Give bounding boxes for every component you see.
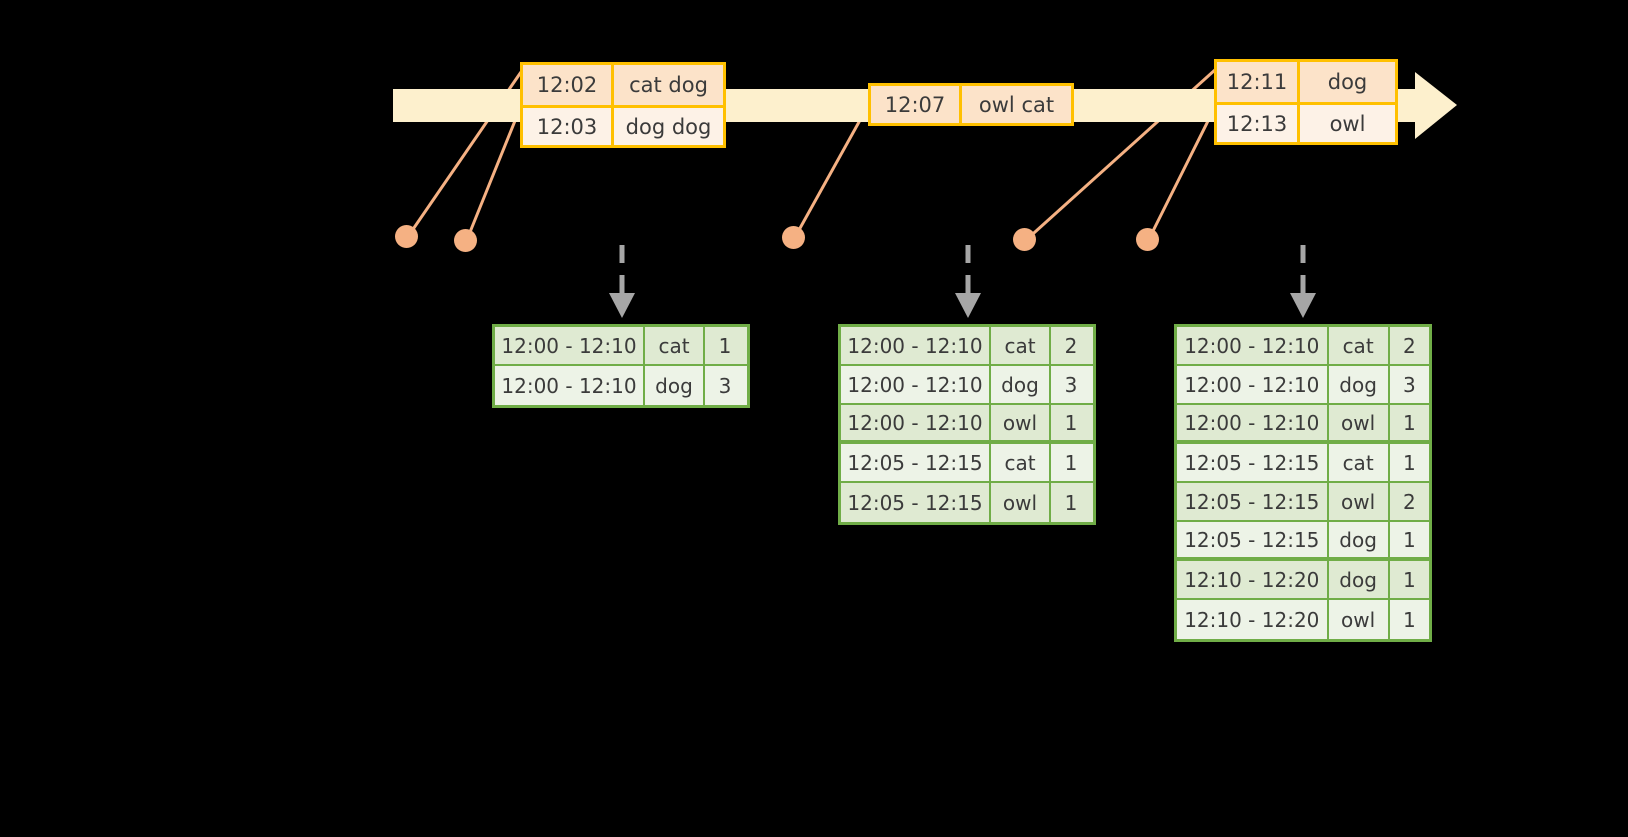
event-time: 12:07 bbox=[884, 92, 946, 117]
dashed-arrowhead-3 bbox=[1290, 293, 1316, 318]
event-row[interactable]: 12:03 dog dog bbox=[523, 105, 723, 145]
event-time: 12:03 bbox=[536, 114, 598, 139]
event-row[interactable]: 12:07 owl cat bbox=[871, 86, 1071, 123]
cell-window: 12:00 - 12:10 bbox=[847, 372, 983, 397]
cell-word: dog bbox=[643, 366, 703, 405]
cell-word: cat bbox=[1326, 327, 1388, 364]
cell-word: owl bbox=[989, 405, 1049, 440]
cell-window: 12:05 - 12:15 bbox=[1184, 527, 1320, 552]
cell-window: 12:00 - 12:10 bbox=[501, 333, 637, 358]
cell-count: 1 bbox=[1387, 522, 1429, 557]
dashed-arrowhead-2 bbox=[955, 293, 981, 318]
cell-count: 1 bbox=[1049, 483, 1091, 522]
origin-dot-5 bbox=[1136, 228, 1159, 251]
cell-count: 1 bbox=[1049, 444, 1091, 481]
cell-word: owl bbox=[1326, 483, 1388, 520]
cell-count: 1 bbox=[1387, 561, 1429, 598]
cell-window: 12:10 - 12:20 bbox=[1184, 567, 1320, 592]
cell-window: 12:00 - 12:10 bbox=[1184, 333, 1320, 358]
cell-count: 1 bbox=[1387, 600, 1429, 639]
cell-word: cat bbox=[989, 444, 1049, 481]
cell-window: 12:05 - 12:15 bbox=[1184, 450, 1320, 475]
cell-window: 12:00 - 12:10 bbox=[1184, 410, 1320, 435]
cell-count: 2 bbox=[1049, 327, 1091, 364]
event-time: 12:02 bbox=[536, 73, 598, 97]
event-row[interactable]: 12:13 owl bbox=[1217, 102, 1395, 142]
cell-count: 3 bbox=[703, 366, 745, 405]
origin-dot-1 bbox=[395, 225, 418, 248]
event-words: dog dog bbox=[611, 108, 723, 145]
cell-word: cat bbox=[643, 327, 703, 364]
cell-word: dog bbox=[989, 366, 1049, 403]
cell-count: 3 bbox=[1049, 366, 1091, 403]
connector-line-3 bbox=[792, 103, 871, 240]
event-box-1[interactable]: 12:02 cat dog 12:03 dog dog bbox=[520, 62, 726, 148]
cell-word: dog bbox=[1326, 561, 1388, 598]
connector-line-5 bbox=[1146, 104, 1218, 242]
cell-word: cat bbox=[989, 327, 1049, 364]
cell-window: 12:00 - 12:10 bbox=[501, 373, 637, 398]
event-row[interactable]: 12:11 dog bbox=[1217, 62, 1395, 102]
cell-window: 12:00 - 12:10 bbox=[1184, 372, 1320, 397]
cell-word: owl bbox=[1326, 405, 1388, 440]
event-time: 12:13 bbox=[1226, 111, 1288, 136]
cell-word: dog bbox=[1326, 366, 1388, 403]
event-words: dog bbox=[1297, 62, 1395, 102]
cell-window: 12:00 - 12:10 bbox=[847, 410, 983, 435]
event-box-2[interactable]: 12:07 owl cat bbox=[868, 83, 1074, 126]
event-words: owl cat bbox=[959, 86, 1071, 123]
cell-word: cat bbox=[1326, 444, 1388, 481]
dashed-arrowhead-1 bbox=[609, 293, 635, 318]
origin-dot-2 bbox=[454, 229, 477, 252]
cell-word: owl bbox=[1326, 600, 1388, 639]
cell-window: 12:05 - 12:15 bbox=[1184, 489, 1320, 514]
cell-window: 12:00 - 12:10 bbox=[847, 333, 983, 358]
origin-dot-3 bbox=[782, 226, 805, 249]
cell-word: owl bbox=[989, 483, 1049, 522]
connector-line-2 bbox=[464, 105, 523, 243]
cell-window: 12:05 - 12:15 bbox=[847, 450, 983, 475]
cell-window: 12:10 - 12:20 bbox=[1184, 607, 1320, 632]
cell-count: 1 bbox=[1387, 405, 1429, 440]
event-row[interactable]: 12:02 cat dog bbox=[523, 65, 723, 105]
event-words: cat dog bbox=[611, 65, 723, 105]
origin-dot-4 bbox=[1013, 228, 1036, 251]
event-words: owl bbox=[1297, 105, 1395, 142]
cell-count: 1 bbox=[1049, 405, 1091, 440]
cell-count: 2 bbox=[1387, 483, 1429, 520]
cell-count: 2 bbox=[1387, 327, 1429, 364]
cell-count: 3 bbox=[1387, 366, 1429, 403]
cell-count: 1 bbox=[1387, 444, 1429, 481]
event-time: 12:11 bbox=[1226, 70, 1288, 94]
cell-word: dog bbox=[1326, 522, 1388, 557]
timeline-arrowhead bbox=[1415, 72, 1457, 139]
event-box-3[interactable]: 12:11 dog 12:13 owl bbox=[1214, 59, 1398, 145]
cell-window: 12:05 - 12:15 bbox=[847, 490, 983, 515]
cell-count: 1 bbox=[703, 327, 745, 364]
